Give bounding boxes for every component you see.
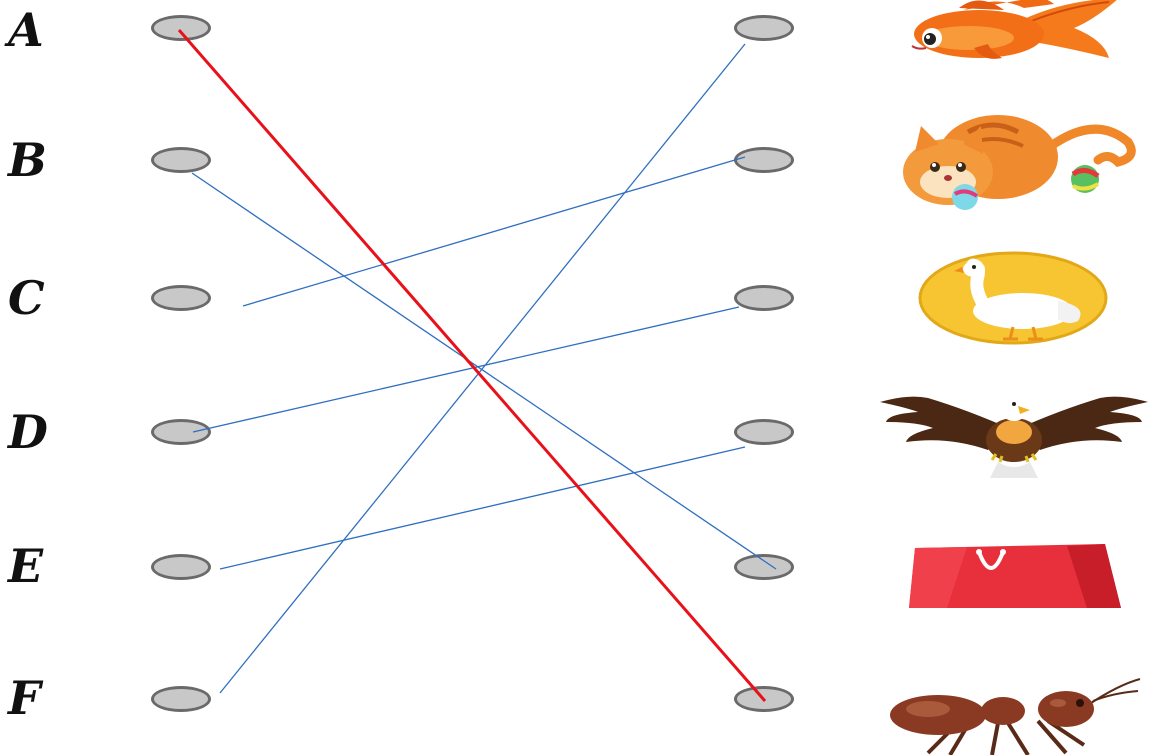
letter-c: C: [8, 271, 45, 325]
line-f-1: [219, 43, 746, 694]
left-dot-b[interactable]: [151, 147, 211, 173]
right-dot-6[interactable]: [734, 686, 794, 712]
eagle-icon: [880, 395, 1148, 478]
red-bag-icon: [909, 544, 1121, 608]
right-dot-5[interactable]: [734, 554, 794, 580]
right-dot-3[interactable]: [734, 285, 794, 311]
ant-icon: [890, 678, 1141, 755]
left-dot-a[interactable]: [151, 15, 211, 41]
line-c-2: [242, 156, 746, 307]
goose-icon: [918, 251, 1108, 345]
line-d-3: [192, 306, 740, 433]
left-dot-f[interactable]: [151, 686, 211, 712]
letter-f: F: [8, 671, 41, 725]
cat-icon: [903, 115, 1136, 210]
line-e-4: [219, 446, 746, 570]
right-dot-1[interactable]: [734, 15, 794, 41]
goldfish-icon: [911, 0, 1117, 59]
line-b-5: [191, 172, 777, 570]
letter-d: D: [8, 405, 48, 459]
line-a-6: [177, 29, 767, 702]
left-dot-c[interactable]: [151, 285, 211, 311]
left-dot-e[interactable]: [151, 554, 211, 580]
letter-a: A: [8, 3, 44, 57]
right-dot-2[interactable]: [734, 147, 794, 173]
letter-e: E: [8, 539, 44, 593]
left-dot-d[interactable]: [151, 419, 211, 445]
right-dot-4[interactable]: [734, 419, 794, 445]
letter-b: B: [8, 133, 47, 187]
